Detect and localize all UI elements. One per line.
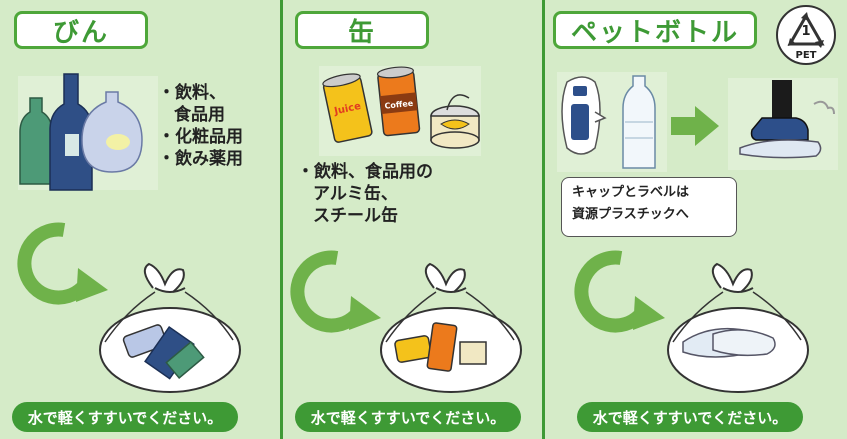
bullet-item: スチール缶 <box>313 206 398 226</box>
coffee-can-label: Coffee <box>384 99 414 111</box>
rinse-note-bottles: 水で軽くすすいでください。 <box>12 402 238 432</box>
panel-title-pet: ペットボトル <box>553 11 757 49</box>
rinse-note-pet: 水で軽くすすいでください。 <box>577 402 803 432</box>
panel-cans: 缶 Juice Coffee ・飲料、食品用の <box>283 0 542 439</box>
pet-recycle-mark-icon <box>776 5 836 65</box>
curved-arrow-icon <box>290 250 381 333</box>
crush-bottle-illustration <box>728 78 838 170</box>
panel-title-bottles: びん <box>14 11 148 49</box>
callout-line: 資源プラスチックへ <box>572 207 689 222</box>
bullet-item: ・飲料、食品用の <box>297 162 433 182</box>
curved-arrow-icon <box>574 250 665 333</box>
trash-bag-pet-icon <box>667 262 809 393</box>
recycle-mark-number: 1 <box>801 24 811 39</box>
panel-pet: ペットボトル 1 PET <box>545 0 847 439</box>
bullet-item: ・化粧品用 <box>158 127 243 147</box>
bullet-item: アルミ缶、 <box>313 184 398 204</box>
cans-bullet-list: ・飲料、食品用の アルミ缶、 スチール缶 <box>297 161 433 227</box>
panel-divider <box>280 0 283 439</box>
curved-arrow-icon <box>17 222 108 305</box>
pet-bottle-illustration <box>557 72 667 172</box>
recycle-mark-label: PET <box>795 50 817 61</box>
rinse-note-cans: 水で軽くすすいでください。 <box>295 402 521 432</box>
cans-illustration: Juice Coffee <box>319 66 481 156</box>
cap-label-callout: キャップとラベルは 資源プラスチックへ <box>561 177 737 237</box>
bottles-illustration <box>18 73 158 191</box>
trash-bag-bottles-icon <box>99 262 241 393</box>
right-arrow-icon <box>671 106 719 146</box>
panel-title-cans: 缶 <box>295 11 429 49</box>
bottles-bullet-list: ・飲料、 食品用 ・化粧品用 ・飲み薬用 <box>158 82 243 170</box>
bullet-item: ・飲み薬用 <box>158 149 243 169</box>
panel-bottles: びん ・飲料、 食品用 ・化粧品用 ・飲み薬用 <box>0 0 280 439</box>
bullet-item: 食品用 <box>174 105 225 125</box>
trash-bag-cans-icon <box>380 262 522 393</box>
bullet-item: ・飲料、 <box>158 83 226 103</box>
callout-line: キャップとラベルは <box>572 185 690 200</box>
panel-divider <box>542 0 545 439</box>
